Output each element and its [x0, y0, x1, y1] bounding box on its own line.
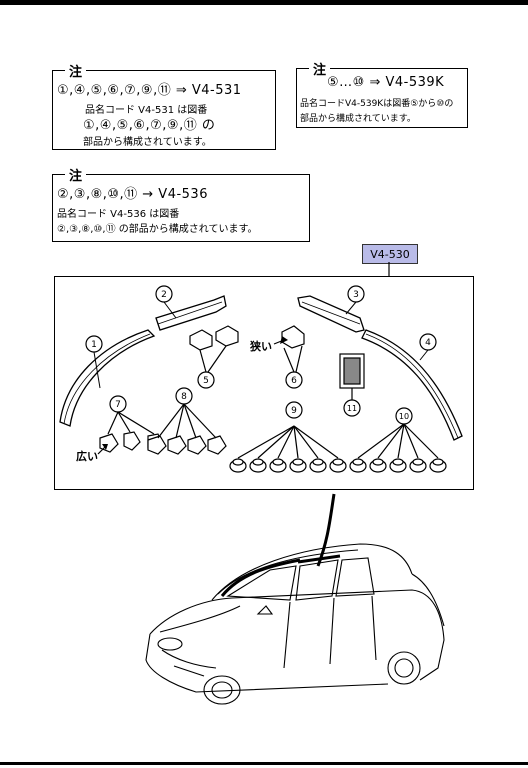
note-line: ②,③,⑧,⑩,⑪ → V4-536 — [57, 187, 208, 202]
wide-label: 広い — [76, 449, 98, 463]
callout-text-11: 11 — [347, 404, 357, 413]
note-box-1: 注 ①,④,⑤,⑥,⑦,⑨,⑪ ⇒ V4-531 品名コード V4-531 は図… — [52, 61, 276, 150]
note-line: 品名コード V4-531 は図番 — [85, 105, 208, 116]
note-line: 部品から構成されています。 — [300, 114, 416, 124]
visor-part-1 — [59, 329, 156, 427]
top-rule — [0, 0, 528, 5]
bottom-rule — [0, 762, 528, 765]
callout-text-2: 2 — [161, 290, 167, 300]
tape-part-11 — [339, 353, 365, 400]
callout-8 — [175, 387, 193, 405]
callout-3 — [347, 285, 365, 303]
note-box-3: 注 ②,③,⑧,⑩,⑪ → V4-536 品名コード V4-536 は図番 ②,… — [52, 165, 310, 242]
callout-5 — [197, 371, 215, 389]
callout-text-6: 6 — [291, 376, 297, 386]
clip-part-5 — [189, 325, 239, 373]
cap-part-9 — [229, 425, 347, 473]
callout-text-3: 3 — [353, 290, 359, 300]
callout-7 — [109, 395, 127, 413]
note-line: ①,④,⑤,⑥,⑦,⑨,⑪ の — [83, 118, 216, 133]
callout-text-9: 9 — [291, 406, 297, 416]
callout-text-10: 10 — [399, 412, 409, 421]
callout-11 — [343, 399, 361, 417]
note-tag: 注 — [65, 165, 87, 184]
parts-frame — [54, 276, 474, 490]
callout-text-5: 5 — [203, 376, 209, 386]
note-box-2: 注 ⑤…⑩ ⇒ V4-539K 品名コードV4-539Kは図番⑤から⑩の 部品か… — [296, 59, 468, 128]
note-line: ⑤…⑩ ⇒ V4-539K — [327, 75, 445, 90]
callout-text-7: 7 — [115, 400, 121, 410]
visor-part-4 — [361, 329, 463, 441]
callout-4 — [419, 333, 437, 351]
note-tag: 注 — [65, 61, 87, 80]
callout-text-1: 1 — [91, 340, 97, 350]
note-tag: 注 — [309, 59, 331, 78]
note-line: 品名コードV4-539Kは図番⑤から⑩の — [300, 99, 454, 109]
callout-circles — [85, 285, 437, 425]
cap-part-10 — [349, 423, 447, 473]
note-line: ②,③,⑧,⑩,⑪ の部品から構成されています。 — [57, 224, 258, 235]
callout-text-4: 4 — [425, 338, 431, 348]
callout-10 — [395, 407, 413, 425]
note-line: 品名コード V4-536 は図番 — [57, 209, 180, 220]
car-illustration — [145, 493, 445, 705]
narrow-label: 狭い — [249, 339, 272, 353]
part-number-badge: V4-530 — [362, 244, 418, 264]
note-line: ①,④,⑤,⑥,⑦,⑨,⑪ ⇒ V4-531 — [57, 83, 242, 98]
callout-9 — [285, 401, 303, 419]
callout-1 — [85, 335, 103, 353]
visor-part-3 — [297, 295, 365, 333]
clip-part-8 — [147, 403, 227, 455]
visor-part-2 — [155, 295, 227, 331]
callout-6 — [285, 371, 303, 389]
clip-part-6 — [281, 325, 305, 373]
note-line: 部品から構成されています。 — [83, 137, 212, 148]
callout-2 — [155, 285, 173, 303]
callout-text-8: 8 — [181, 392, 187, 402]
